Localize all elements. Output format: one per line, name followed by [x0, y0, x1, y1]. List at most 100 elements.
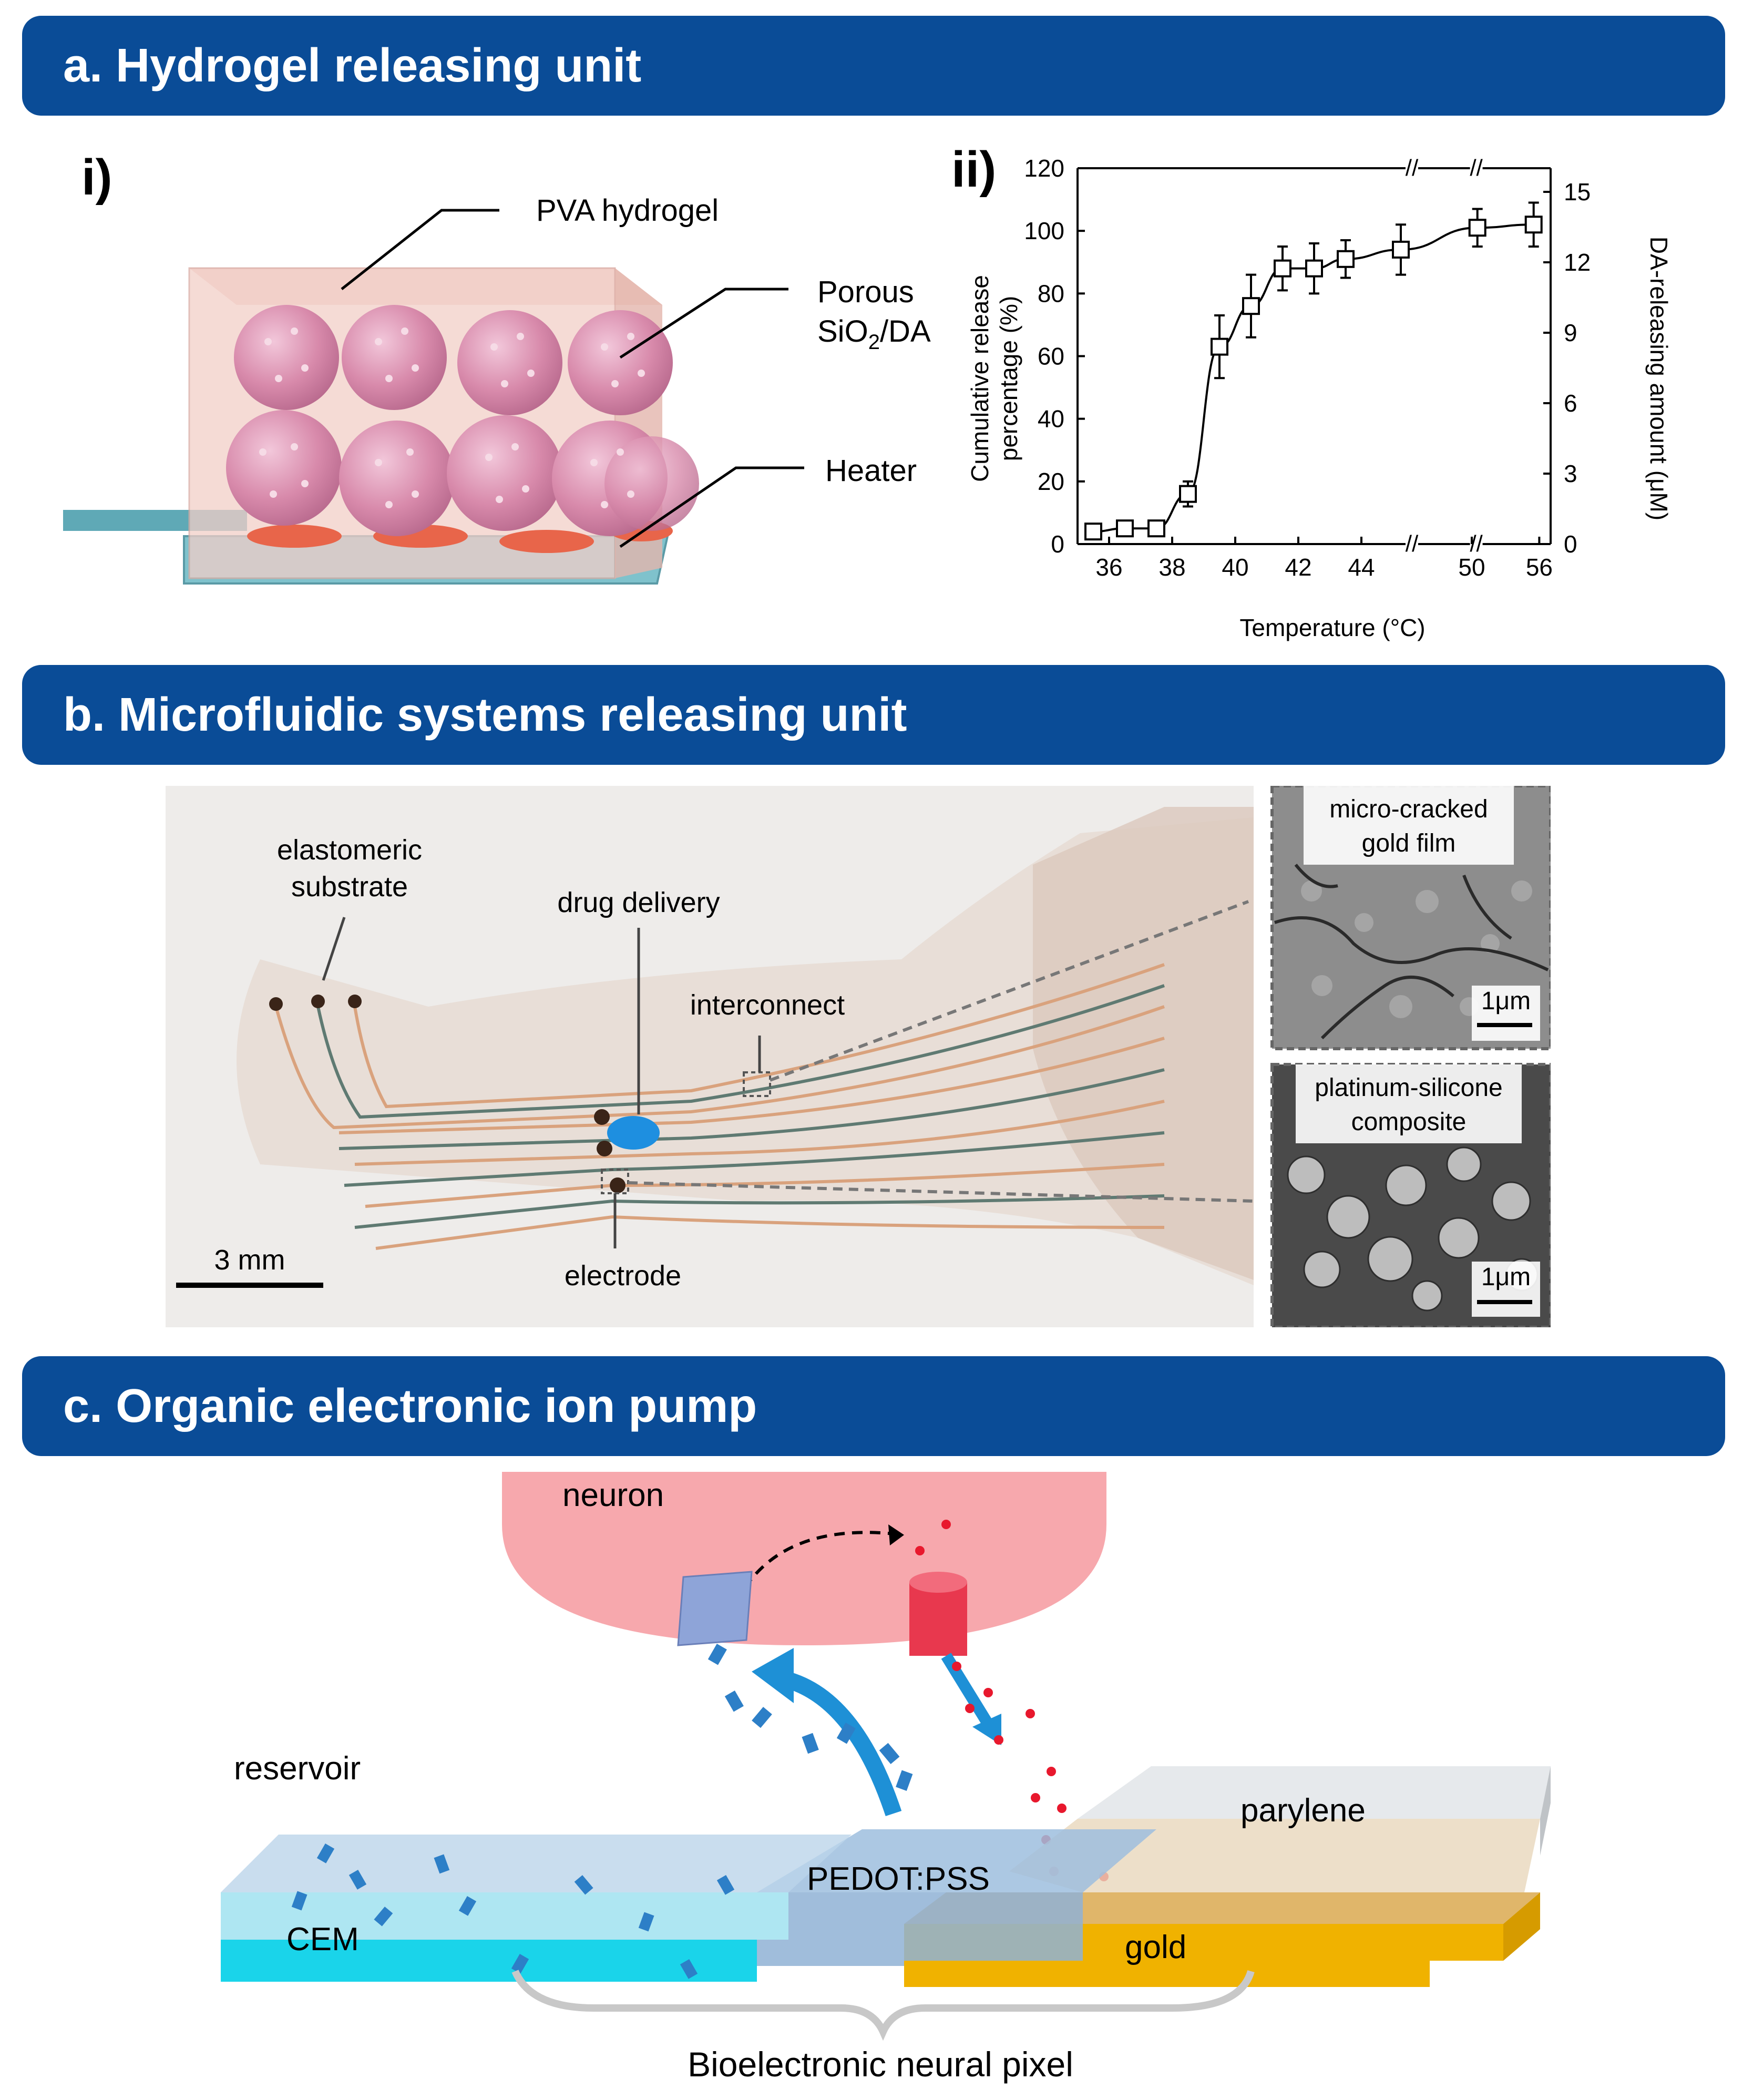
chart-data-point [1337, 250, 1355, 268]
chart-y-tick-label: 0 [1051, 530, 1064, 558]
electrode-dots [269, 995, 626, 1193]
scalebar-label: 3 mm [214, 1244, 285, 1276]
label-parylene: parylene [1240, 1792, 1366, 1829]
chart-y-tick-label: 120 [1024, 155, 1064, 182]
parylene-top [1078, 1766, 1551, 1819]
chart-axis-break-gap [1470, 161, 1483, 176]
microfluidic-photo: elastomeric substrate drug delivery inte… [166, 786, 1551, 1327]
chart-x-tick-label: 56 [1526, 554, 1553, 581]
callout-pva-hydrogel: PVA hydrogel [536, 193, 719, 228]
chart-data-point [1179, 485, 1197, 503]
section-a-banner: a. Hydrogel releasing unit [22, 16, 1725, 116]
svg-text:1μm: 1μm [1481, 1263, 1531, 1291]
callout-porous: Porous [817, 275, 914, 309]
sem-platinum-inset: platinum-silicone composite 1μm [1270, 1063, 1551, 1327]
chart-x-tick-label: 44 [1348, 554, 1375, 581]
chart-data-point [1392, 240, 1410, 259]
label-neuron: neuron [562, 1477, 664, 1513]
chart-x-tick-label: 40 [1222, 554, 1248, 581]
interconnect-marker [743, 1071, 771, 1097]
label-bioelectronic-pixel: Bioelectronic neural pixel [688, 2045, 1073, 2084]
svg-text:1μm: 1μm [1481, 987, 1531, 1015]
parylene-side [1540, 1766, 1551, 1856]
chart-x-tick-label: 36 [1095, 554, 1122, 581]
chart-y2-tick-label: 3 [1564, 460, 1577, 487]
reservoir-ions [291, 1843, 735, 1979]
chart-y-tick-label: 100 [1024, 217, 1064, 244]
section-b-title: b. Microfluidic systems releasing unit [63, 689, 907, 741]
chart-y2-tick-label: 6 [1564, 390, 1577, 417]
chart-ylabel-line1: Cumulative release [966, 275, 993, 482]
svg-text:micro-cracked: micro-cracked [1329, 795, 1488, 823]
gold-side [1503, 1892, 1540, 1961]
receptor-red [909, 1572, 967, 1656]
chart-x-tick-label: 50 [1458, 554, 1485, 581]
pedot-front [757, 1892, 1083, 1966]
receptor-blue [677, 1571, 753, 1646]
porous-spheres [226, 305, 699, 536]
callout-lines [341, 209, 804, 548]
electrode-zoom-line [628, 1181, 1254, 1203]
label-reservoir: reservoir [234, 1750, 361, 1787]
chart-data-point [1524, 216, 1543, 234]
chart-y2-tick-label: 9 [1564, 319, 1577, 346]
panel-i-label: i) [81, 149, 112, 206]
chart-axis-break: // [1406, 155, 1419, 181]
chart-data-point [1084, 523, 1102, 541]
label-substrate: substrate [291, 871, 408, 903]
chart-y2-tick-label: 12 [1564, 249, 1591, 276]
chart-ylabel-line2: percentage (%) [995, 296, 1022, 462]
chart-data-point [1274, 259, 1291, 278]
chart-data-point [1305, 259, 1323, 278]
chart-y-tick-label: 80 [1038, 280, 1064, 307]
section-a-title: a. Hydrogel releasing unit [63, 39, 642, 92]
ion-pump-diagram: neuron [221, 1472, 1551, 2084]
cem-strip [221, 1940, 757, 1982]
label-drug-delivery: drug delivery [557, 887, 720, 918]
chart-y2label: DA-releasing amount (μM) [1645, 237, 1672, 520]
chart-y-tick-label: 40 [1038, 405, 1064, 433]
dashed-arrow-head [888, 1524, 904, 1545]
callout-heater: Heater [825, 454, 917, 488]
chart-y2-tick-label: 0 [1564, 530, 1577, 558]
chart-x-tick-label: 42 [1285, 554, 1311, 581]
panel-ii-label: ii) [951, 141, 996, 198]
hydrogel-illustration: i) P [63, 149, 931, 585]
pointer-lines [322, 917, 761, 1248]
chart-x-tick-label: 38 [1158, 554, 1185, 581]
callout-sio2-da: SiO2/DA [817, 314, 931, 354]
uptake-arrow-down-head [972, 1714, 1001, 1745]
label-pedot-pss: PEDOT:PSS [807, 1861, 990, 1897]
chart-data-point [1147, 519, 1165, 538]
label-elastomeric: elastomeric [277, 834, 422, 866]
pedot-block [757, 1829, 1156, 1892]
gold-strip [904, 1961, 1430, 1987]
sem-gold-film-inset: micro-cracked gold film 1μm [1270, 786, 1551, 1050]
release-arrow-up-head [752, 1648, 794, 1703]
blue-ions [708, 1644, 913, 1791]
chart-axis-break: // [1470, 155, 1483, 181]
chart-y-tick-label: 60 [1038, 343, 1064, 370]
label-interconnect: interconnect [690, 989, 845, 1021]
chart-y-tick-label: 20 [1038, 468, 1064, 495]
chart-data-point [1211, 337, 1228, 356]
label-cem: CEM [286, 1921, 359, 1958]
drug-delivery-spot [607, 1116, 660, 1150]
pixel-brace [511, 1970, 1255, 2041]
svg-text:gold film: gold film [1362, 829, 1456, 857]
chart-data-point [1242, 297, 1260, 315]
chart-data-point [1468, 219, 1486, 237]
label-gold: gold [1125, 1929, 1186, 1965]
section-c-banner: c. Organic electronic ion pump [22, 1356, 1725, 1456]
chart-data-point [1116, 519, 1134, 538]
chart-y2-tick-label: 15 [1564, 178, 1591, 206]
chart-axis-break-gap [1406, 161, 1418, 176]
label-electrode: electrode [565, 1260, 681, 1292]
section-c-title: c. Organic electronic ion pump [63, 1380, 757, 1432]
interconnect-zoom-line [769, 900, 1249, 1082]
chart-xlabel: Temperature (°C) [1239, 614, 1425, 641]
elastomeric-substrate [237, 817, 1254, 1285]
chart-axis-break-gap [1406, 537, 1418, 551]
release-chart: ii) Cumulative release percentage (%) DA… [951, 141, 1672, 641]
